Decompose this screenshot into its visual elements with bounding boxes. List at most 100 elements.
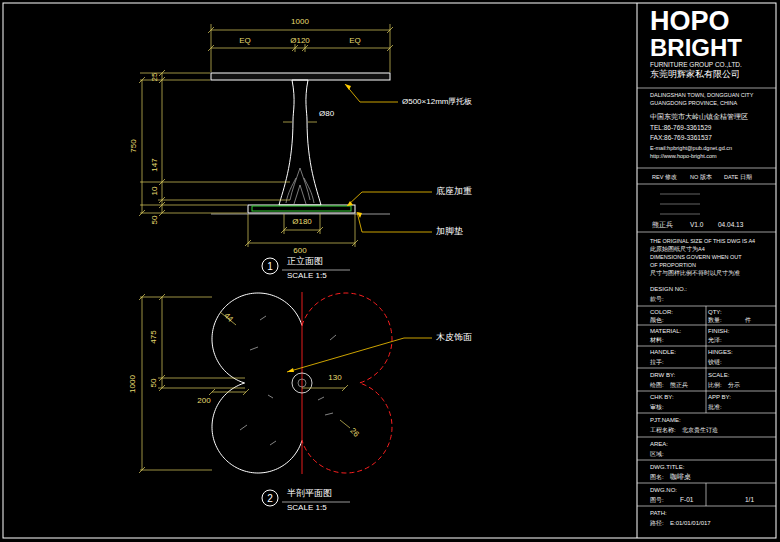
title-block-text: CHK BY: — [650, 394, 674, 401]
title-block-text: 分示 — [728, 382, 740, 389]
title-block-border — [637, 3, 638, 538]
title-block-text: 款号: — [650, 296, 664, 303]
title-block-text: 此原始图纸尺寸为A4 — [650, 246, 705, 252]
dimension-label: 50 — [151, 216, 160, 225]
title-block-text: DIMENSIONS GOVERN WHEN OUT — [650, 254, 742, 260]
dimension-label: Ø500×12mm厚托板 — [402, 98, 472, 107]
title-block-text: HOPO — [650, 7, 730, 37]
title-block-text: 绘图: — [650, 382, 664, 389]
table-top-plan — [212, 293, 392, 473]
title-block-text: QTY: — [708, 309, 722, 316]
table-top — [211, 73, 390, 80]
title-block-text: 北京贵生订造 — [682, 427, 718, 434]
dimension-label: SCALE 1:5 — [287, 504, 327, 513]
title-block-text: MATERIAL: — [650, 328, 681, 335]
dimension-label: 200 — [197, 397, 210, 406]
pedestal-column — [279, 80, 321, 205]
dimension-label: EQ — [239, 37, 251, 46]
base-plate — [248, 205, 355, 213]
view-number-circle: 1 — [261, 257, 279, 275]
title-block-text: 审核: — [650, 404, 664, 411]
top-dimensions — [208, 24, 393, 72]
title-block-text: 批准: — [708, 404, 722, 411]
title-block-text: FAX:86-769-3361537 — [650, 134, 712, 141]
title-block-text: 颜色: — [650, 317, 664, 324]
title-block-text: 工程名称: — [650, 427, 676, 434]
title-block-text: GUANGDONG PROVINCE, CHINA — [650, 100, 737, 106]
view-number-circle: 2 — [261, 489, 279, 507]
wood-grain — [240, 316, 336, 445]
base-dimensions — [245, 214, 358, 247]
revision-rows — [660, 194, 700, 214]
title-block-text: 熊正兵 — [670, 382, 688, 389]
title-block-text: V1.0 — [690, 221, 703, 228]
title-block-text: HANDLE: — [650, 349, 676, 356]
dimension-label: 底座加重 — [436, 187, 472, 197]
dimension-label: 600 — [293, 247, 306, 256]
dimension-label: 130 — [328, 374, 341, 383]
title-block-text: PATH: — [650, 510, 667, 517]
title-block-text: THE ORIGINAL SIZE OF THIS DWG IS A4 — [650, 238, 755, 244]
title-block-text: 东莞明辉家私有限公司 — [650, 70, 740, 80]
title-block-text: SCALE: — [708, 372, 729, 379]
dimension-label: 147 — [151, 158, 160, 171]
leader-arrow — [287, 368, 294, 372]
title-block-text: E:01/01/01/017 — [670, 520, 711, 527]
title-block-text: 图名: — [650, 474, 664, 481]
title-block-text: 熊正兵 — [652, 221, 673, 228]
title-block-text: 比例: — [708, 382, 722, 389]
dimension-label: Ø80 — [319, 110, 334, 119]
dimension-label: 1000 — [291, 18, 309, 27]
title-block-text: OF PROPORTION — [650, 262, 696, 268]
title-block-rules — [637, 88, 776, 506]
circle-shape — [262, 490, 278, 506]
title-block-text: 光泽: — [708, 337, 722, 344]
title-block-text: PJT.NAME: — [650, 417, 681, 424]
dimension-label: 半剖平面图 — [287, 489, 332, 499]
title-block-text: 咖啡桌 — [670, 473, 691, 481]
mirrored-outline — [302, 293, 392, 473]
dimension-label: Ø180 — [292, 218, 312, 227]
dimension-label: 750 — [130, 139, 139, 152]
title-block-text: 拉手: — [650, 359, 664, 366]
section-line — [302, 292, 303, 474]
title-block-text: DATE 日期 — [724, 174, 752, 180]
title-block-text: 区域: — [650, 451, 664, 458]
view-title-underline — [282, 270, 350, 271]
leader-arrows — [345, 84, 362, 218]
dimension-label: 1000 — [129, 375, 138, 393]
title-block-text: DALINGSHAN TOWN, DONGGUAN CITY — [650, 92, 753, 98]
title-block-text: NO 版本 — [690, 174, 712, 180]
title-block-text: DESIGN NO.: — [650, 286, 687, 293]
title-block-text: 1/1 — [745, 496, 754, 503]
title-block-text: AREA: — [650, 441, 668, 448]
column-plan — [292, 373, 312, 393]
dimension-label: 25 — [151, 73, 160, 82]
table-top-outline — [212, 293, 302, 473]
height-dimensions — [139, 70, 290, 216]
title-block-text: DWG.TITLE: — [650, 464, 684, 471]
title-block-text: http://www.hopo-bright.com — [650, 153, 717, 159]
title-block-text: 图号: — [650, 497, 664, 504]
dimension-label: 10 — [151, 187, 160, 196]
title-block-text: 材料: — [650, 337, 664, 344]
title-block-text: FURNITURE GROUP CO.,LTD. — [650, 61, 742, 68]
title-block-text: HINGES: — [708, 349, 733, 356]
dimension-label: 正立面图 — [287, 257, 323, 267]
title-block-text: 中国东莞市大岭山镇金桔管理区 — [650, 113, 748, 120]
dimension-label: 木皮饰面 — [436, 333, 472, 343]
title-block-text: 数量: — [708, 317, 722, 324]
title-block-text: DRW BY: — [650, 372, 675, 379]
leader-line — [287, 338, 432, 372]
plan-dimensions — [139, 294, 249, 473]
title-block-text: REV 修改 — [652, 174, 677, 180]
view-number: 1 — [267, 261, 273, 272]
title-block-text: TEL:86-769-3361529 — [650, 124, 711, 131]
title-block-text: F-01 — [680, 496, 693, 503]
title-block-text: 铰链: — [708, 359, 722, 366]
dimension-label: Ø120 — [290, 37, 310, 46]
title-block-text: FINISH: — [708, 328, 729, 335]
column-dimension — [283, 122, 317, 123]
dimension-label: 26 — [348, 427, 361, 440]
